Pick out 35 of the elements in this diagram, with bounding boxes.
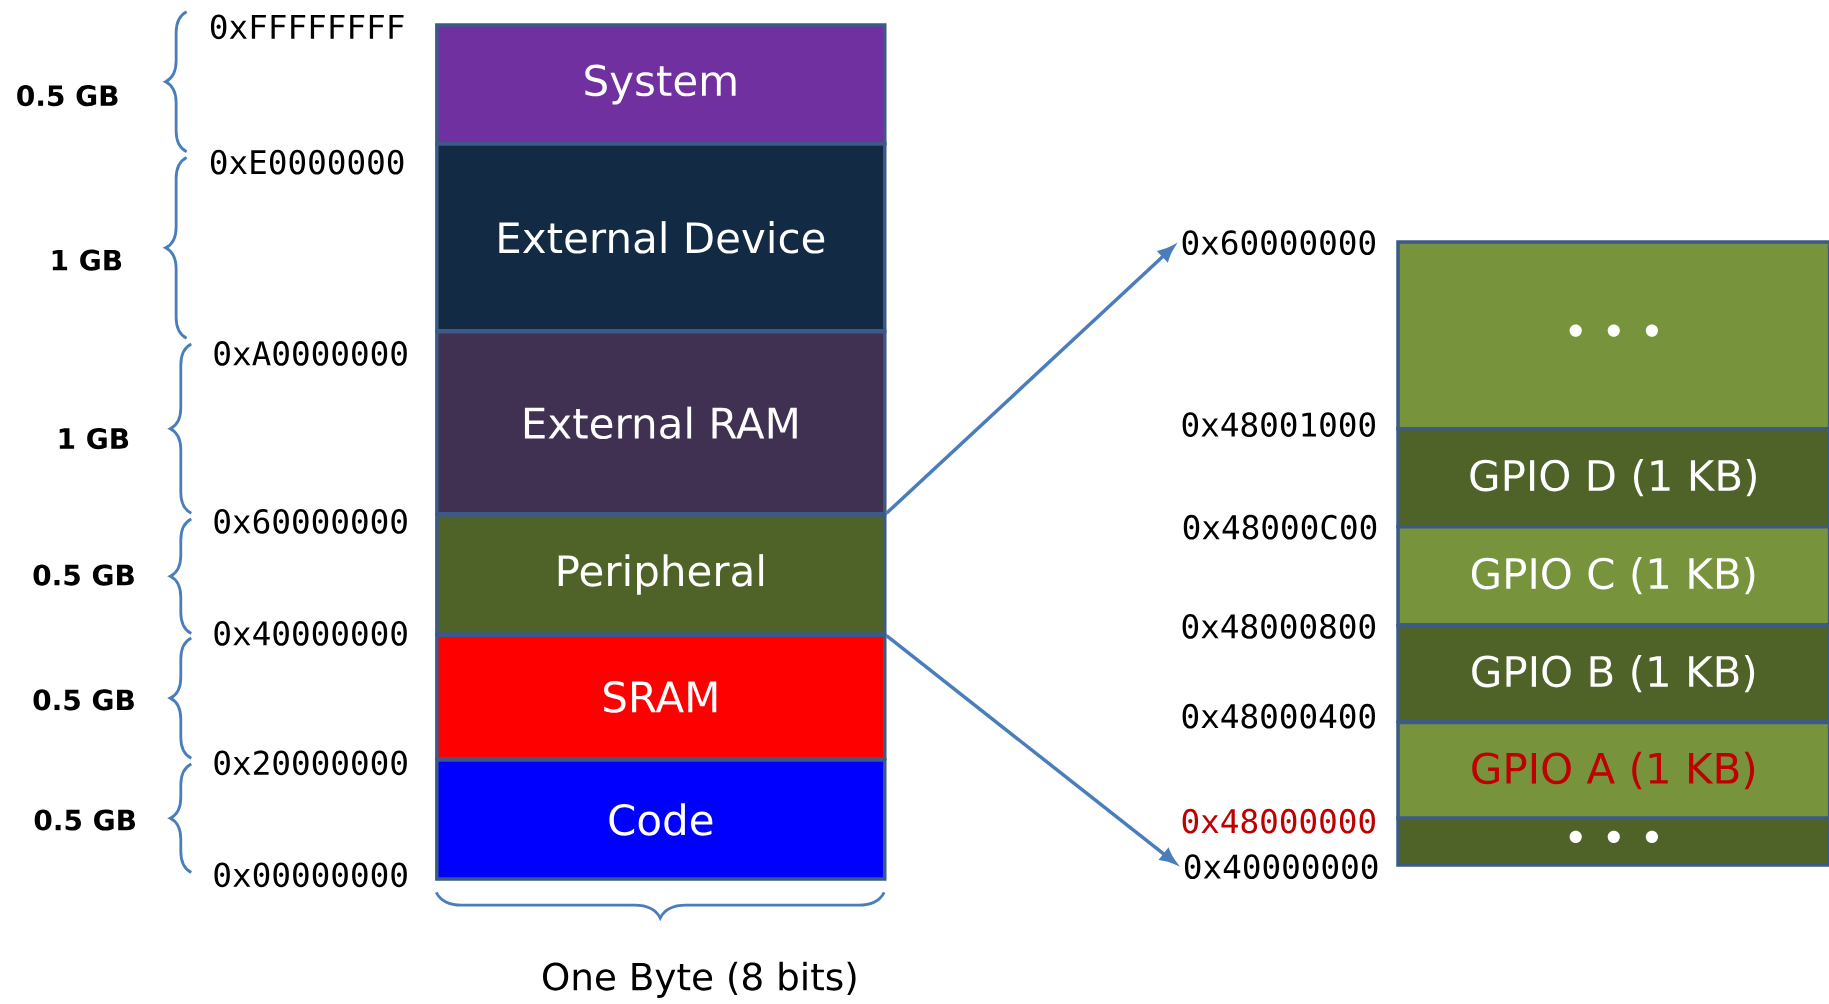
memory-region-box: GPIO B (1 KB): [1396, 623, 1829, 724]
address-label: 0x60000000: [214, 508, 407, 534]
address-label: 0x00000000: [214, 862, 407, 888]
size-label: 1 GB: [59, 427, 129, 449]
memory-region-box: GPIO C (1 KB): [1396, 524, 1829, 627]
memory-region-box: • • •: [1396, 816, 1829, 867]
address-label: 0xFFFFFFFF: [210, 14, 404, 40]
size-label: 0.5 GB: [33, 689, 134, 711]
memory-region-box: • • •: [1396, 240, 1829, 431]
memory-region-box: GPIO A (1 KB): [1396, 720, 1829, 820]
address-label: 0x60000000: [1182, 230, 1375, 255]
address-label: 0x40000000: [1184, 854, 1378, 879]
memory-region-box: SRAM: [435, 633, 887, 761]
address-label: 0x20000000: [214, 750, 407, 776]
arrow: [885, 634, 1177, 864]
width-label: One Byte (8 bits): [543, 961, 856, 998]
address-label: 0x48000000: [1182, 808, 1375, 834]
address-label: 0x48000400: [1182, 703, 1375, 729]
size-label: 0.5 GB: [34, 809, 135, 831]
memory-region-box: Code: [435, 758, 887, 881]
address-label: 0x48001000: [1182, 412, 1375, 437]
size-label: 1 GB: [52, 249, 122, 271]
memory-region-box: GPIO D (1 KB): [1396, 426, 1829, 529]
memory-region-box: External Device: [435, 142, 887, 333]
address-label: 0xE0000000: [210, 149, 404, 175]
memory-region-box: External RAM: [435, 329, 887, 516]
address-label: 0x48000C00: [1183, 514, 1377, 540]
arrow: [885, 245, 1175, 515]
address-label: 0x40000000: [214, 620, 407, 646]
memory-region-box: System: [435, 23, 887, 146]
size-label: 0.5 GB: [17, 84, 118, 107]
address-label: 0x48000800: [1182, 613, 1375, 639]
size-label: 0.5 GB: [33, 564, 134, 586]
memory-region-box: Peripheral: [435, 513, 887, 636]
address-label: 0xA0000000: [214, 340, 407, 366]
